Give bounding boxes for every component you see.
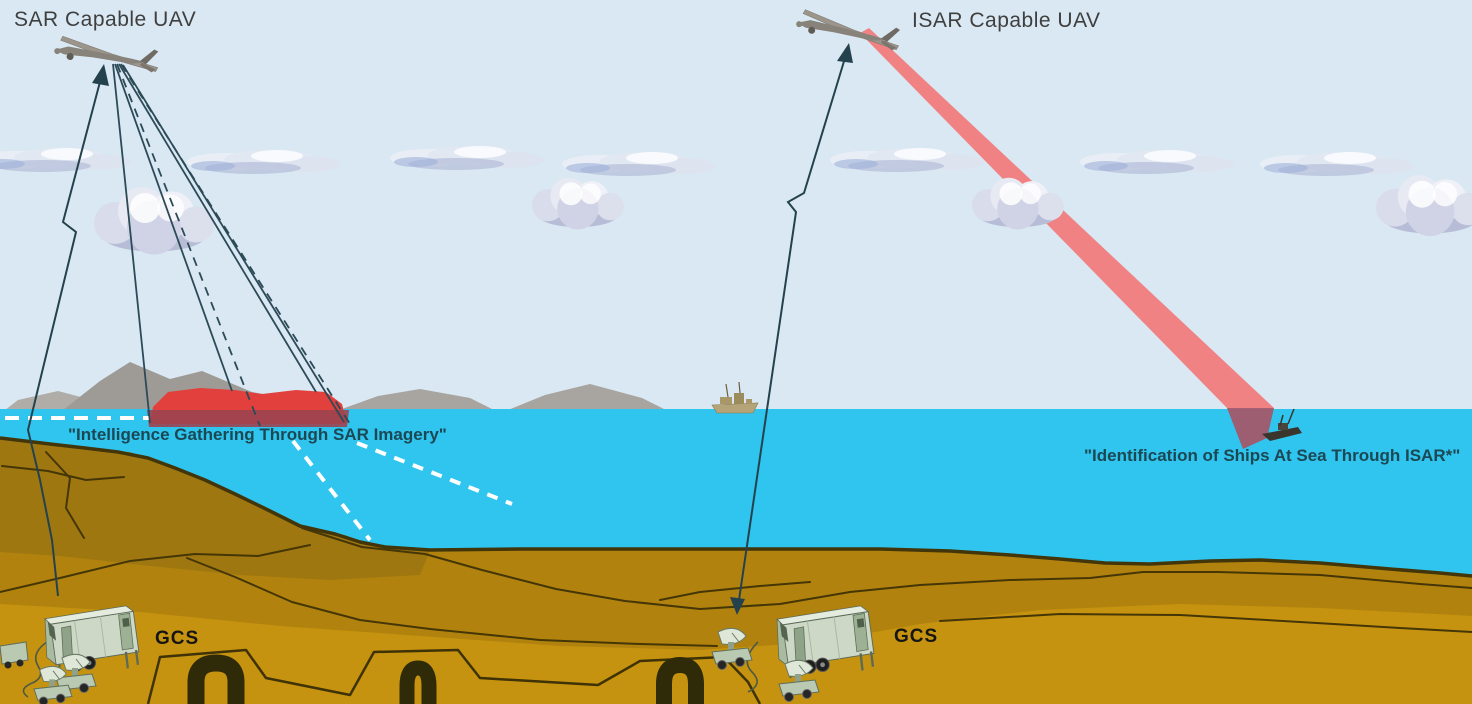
sky: [0, 0, 1472, 420]
gcs-right-group: [711, 604, 876, 702]
refracted-beam-dash: [291, 439, 372, 542]
cable: [22, 639, 51, 698]
wheel: [4, 661, 12, 669]
target-ship-icon: [1262, 408, 1302, 441]
isar-beam: [860, 28, 1274, 449]
sar-footprint: [147, 388, 349, 427]
shelter-arch: [187, 654, 245, 704]
wheel: [16, 659, 24, 667]
terrain-cracks: [0, 451, 1472, 647]
terrain: [0, 436, 1472, 704]
cable: [746, 641, 759, 693]
datalink-right: [730, 43, 853, 615]
naval-ship-icon: [711, 381, 759, 414]
shelter-arch: [399, 660, 437, 704]
datalink-left: [26, 64, 109, 597]
uplink-arrowhead: [92, 64, 109, 86]
shelter-arches: [187, 654, 704, 704]
sand-bank-shadow: [0, 438, 430, 580]
uplink-arrowhead: [837, 43, 853, 63]
gcs-left-group: [0, 604, 140, 704]
equipment-trailer-icon: [0, 641, 29, 665]
underwater-dash-lines: [5, 416, 513, 542]
sar-beam-fan: [112, 63, 351, 427]
shelter-arch: [656, 656, 704, 704]
refracted-beam-dash: [356, 441, 513, 506]
coastline-edge: [0, 436, 1472, 578]
downlink-arrowhead: [730, 597, 745, 615]
